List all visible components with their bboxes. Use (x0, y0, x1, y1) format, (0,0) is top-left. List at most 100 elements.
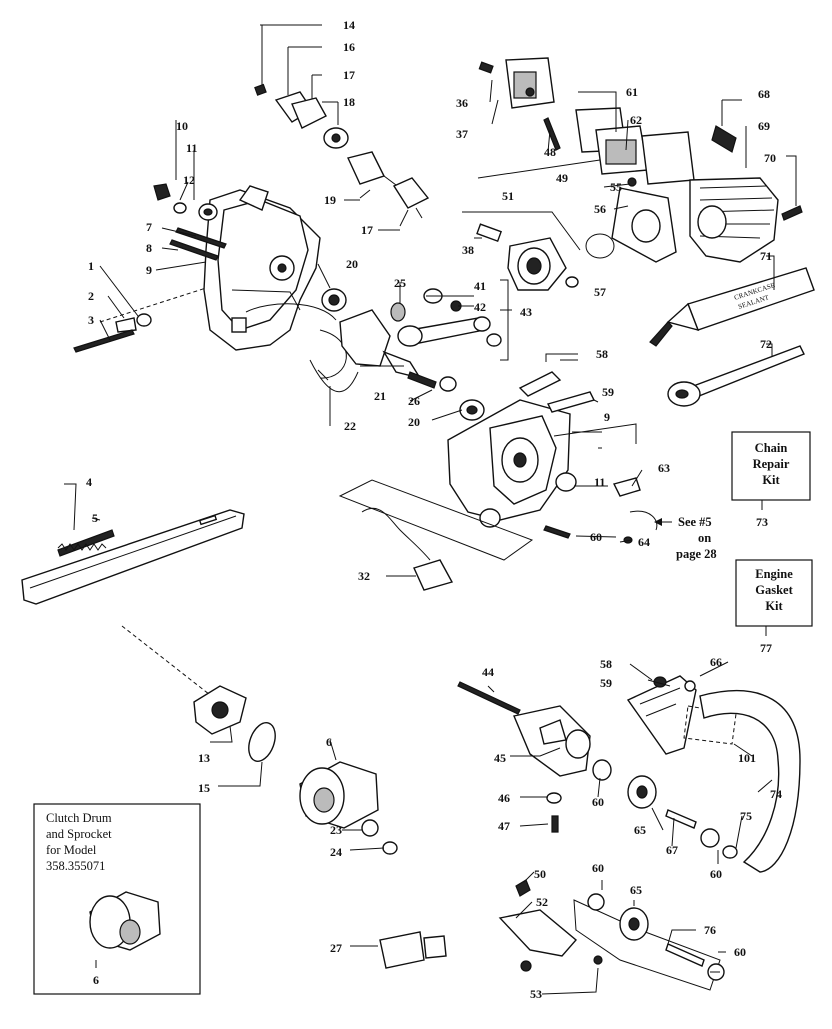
callout-67: 67 (666, 843, 678, 857)
callout-52: 55 (610, 180, 622, 194)
see-note-line-2: on (698, 531, 711, 545)
callout-50: 52 (536, 895, 548, 909)
callout-16: 16 (343, 40, 355, 54)
clutch-box-line-1: Clutch Drum (46, 811, 112, 825)
callout-58: 58 (600, 657, 612, 671)
callout-20a: 20 (346, 257, 358, 271)
callout-51: 53 (530, 987, 542, 1001)
callout-41: 43 (520, 305, 532, 319)
callout-18: 18 (343, 95, 355, 109)
callout-69: 69 (758, 119, 770, 133)
callout-49: 50 (534, 867, 546, 881)
chain-repair-number: 73 (756, 515, 768, 529)
clutch-drum-box: Clutch Drum and Sprocket for Model 358.3… (33, 803, 201, 995)
callout-8: 8 (146, 241, 152, 255)
callout-26: 26 (408, 394, 420, 408)
callout-5: 5 (92, 511, 98, 525)
callout-75: 75 (740, 809, 752, 823)
callout-32: 32 (358, 569, 370, 583)
callout-70: 70 (764, 151, 776, 165)
callout-13: 13 (198, 751, 210, 765)
piston (462, 211, 615, 291)
engine-gasket-number: 77 (760, 641, 772, 655)
callout-60d: 60 (734, 945, 746, 959)
callout-14: 15 (198, 781, 210, 795)
callout-54: 57 (594, 285, 606, 299)
callout-17b: 17 (361, 223, 373, 237)
see-note: See #5 on page 28 (654, 515, 717, 561)
callout-61: 61 (626, 85, 638, 99)
callout-60a: 60 (592, 795, 604, 809)
callout-6: 6 (326, 735, 332, 749)
callout-27: 27 (330, 941, 342, 955)
engine-gasket-line-2: Gasket (755, 583, 793, 597)
callout-47: 49 (556, 171, 568, 185)
callout-63: 63 (658, 461, 670, 475)
callout-66: 66 (710, 655, 722, 669)
clutch-box-line-4: 358.355071 (46, 859, 105, 873)
callout-25: 25 (394, 276, 406, 290)
callout-23: 23 (330, 823, 342, 837)
callout-40: 42 (474, 300, 486, 314)
callout-11b: 11 (594, 475, 605, 489)
engine-frame (73, 183, 437, 392)
chain-repair-line-3: Kit (762, 473, 780, 487)
callout-101: 101 (738, 751, 756, 765)
callout-24: 24 (330, 845, 342, 859)
crankcase (439, 353, 658, 544)
callout-7: 7 (146, 220, 152, 234)
see-note-line-1: See #5 (678, 515, 712, 529)
chain-repair-line-1: Chain (755, 441, 788, 455)
callout-19: 19 (324, 193, 336, 207)
callout-9a: 9 (146, 263, 152, 277)
callout-71: 71 (760, 249, 772, 263)
callout-38: 38 (462, 243, 474, 257)
scrench-tool (667, 345, 805, 407)
callout-46: 48 (544, 145, 556, 159)
callout-74: 74 (770, 787, 782, 801)
callout-60c: 60 (592, 861, 604, 875)
callout-4: 4 (86, 475, 92, 489)
callout-43: 45 (494, 751, 506, 765)
callout-17a: 17 (343, 68, 355, 82)
callout-65a: 65 (634, 823, 646, 837)
see-note-line-3: page 28 (676, 547, 717, 561)
air-filter (478, 57, 695, 187)
engine-gasket-kit-box: Engine Gasket Kit 77 (735, 559, 813, 655)
callout-64: 64 (638, 535, 650, 549)
engine-gasket-line-1: Engine (755, 567, 793, 581)
callout-68: 68 (758, 87, 770, 101)
clutch-box-number: 6 (93, 973, 99, 987)
carburetor-parts (254, 24, 430, 231)
callout-11a: 11 (186, 141, 197, 155)
callout-20b: 20 (408, 415, 420, 429)
callout-76: 76 (704, 923, 716, 937)
chain-repair-kit-box: Chain Repair Kit 73 (731, 431, 811, 529)
callout-55: 58 (596, 347, 608, 361)
callout-62: 62 (630, 113, 642, 127)
callout-59: 59 (600, 676, 612, 690)
callout-37: 37 (456, 127, 468, 141)
leader-lines (64, 79, 775, 995)
callout-42: 44 (482, 665, 494, 679)
clutch-box-line-3: for Model (46, 843, 97, 857)
callout-44: 46 (498, 791, 510, 805)
callout-22: 22 (344, 419, 356, 433)
callout-60b: 60 (710, 867, 722, 881)
callout-39: 41 (474, 279, 486, 293)
callout-36: 36 (456, 96, 468, 110)
callout-12: 12 (183, 173, 195, 187)
callout-15: 14 (343, 18, 355, 32)
callout-9b: 9 (604, 410, 610, 424)
callout-2: 2 (88, 289, 94, 303)
engine-gasket-line-3: Kit (765, 599, 783, 613)
chain-repair-line-2: Repair (753, 457, 790, 471)
callout-53: 56 (594, 202, 606, 216)
callout-45: 47 (498, 819, 510, 833)
callout-21: 21 (374, 389, 386, 403)
clutch-box-line-2: and Sprocket (46, 827, 112, 841)
callout-3: 3 (88, 313, 94, 327)
guide-bar (21, 509, 245, 605)
